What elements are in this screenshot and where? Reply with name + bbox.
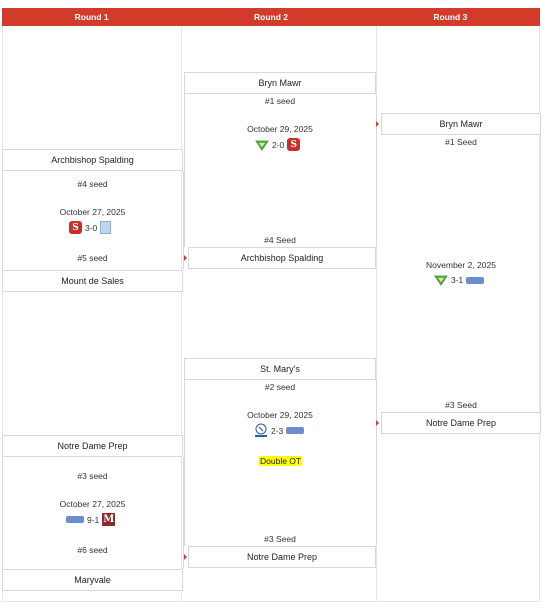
spalding-logo-icon: S xyxy=(69,221,82,234)
bracket-header: Round 1 Round 2 Round 3 xyxy=(2,8,540,26)
r3-score: 3-1 xyxy=(451,275,464,285)
column-divider xyxy=(376,26,377,602)
spalding-logo-icon: S xyxy=(287,138,301,151)
match-connector xyxy=(183,171,184,270)
r2-m1-bottom-seed: #4 Seed xyxy=(264,235,296,245)
r2-m2-bottom-team[interactable]: Notre Dame Prep xyxy=(188,546,376,568)
r1-m2-bottom-seed: #6 seed xyxy=(77,545,108,555)
r2-m1-score-row: 2-0 S xyxy=(255,138,301,151)
bryn-mawr-logo-icon xyxy=(255,139,269,151)
r1-m2-score: 9-1 xyxy=(87,514,100,525)
bryn-mawr-logo-icon xyxy=(434,274,448,286)
r2-m1-bottom-team[interactable]: Archbishop Spalding xyxy=(188,247,376,269)
round-1-header: Round 1 xyxy=(74,12,109,22)
r2-m1-top-team[interactable]: Bryn Mawr xyxy=(184,72,376,94)
r1-m1-bottom-team[interactable]: Mount de Sales xyxy=(2,270,183,292)
r1-m2-date: October 27, 2025 xyxy=(59,499,126,509)
match-connector xyxy=(184,380,185,546)
match-connector xyxy=(540,135,541,412)
r1-m1-score-row: S 3-0 xyxy=(69,221,112,234)
r1-m1-top-seed: #4 seed xyxy=(77,179,108,189)
st-marys-logo-icon xyxy=(254,423,268,438)
advance-arrow-icon xyxy=(184,554,187,560)
r1-m2-score-row: 9-1 M xyxy=(66,513,116,526)
match-connector xyxy=(376,94,377,247)
r3-top-seed: #1 Seed xyxy=(445,137,477,147)
mount-de-sales-logo-icon xyxy=(100,221,112,234)
r3-bottom-team[interactable]: Notre Dame Prep xyxy=(381,412,541,434)
r2-m2-top-team[interactable]: St. Mary's xyxy=(184,358,376,380)
r2-m2-score: 2-3 xyxy=(271,425,284,436)
r2-m2-score-row: 2-3 xyxy=(254,423,305,438)
r1-m1-date: October 27, 2025 xyxy=(59,207,126,217)
r2-m2-bottom-seed: #3 Seed xyxy=(264,534,296,544)
r1-m2-top-seed: #3 seed xyxy=(77,471,108,481)
column-divider xyxy=(181,26,182,602)
match-connector xyxy=(184,94,185,247)
r1-m2-top-team[interactable]: Notre Dame Prep xyxy=(2,435,183,457)
notre-dame-prep-logo-icon xyxy=(466,276,485,284)
round-2-header: Round 2 xyxy=(253,12,288,22)
r2-m1-top-seed: #1 seed xyxy=(264,96,296,106)
r2-m2-top-seed: #2 seed xyxy=(264,382,296,392)
r1-m1-top-team[interactable]: Archbishop Spalding xyxy=(2,149,183,171)
r1-m1-score: 3-0 xyxy=(85,222,98,233)
advance-arrow-icon xyxy=(376,420,379,426)
r2-m2-note: Double OT xyxy=(259,456,303,466)
r2-m2-date: October 29, 2025 xyxy=(247,410,313,420)
round-3-header: Round 3 xyxy=(433,12,468,22)
r1-m2-bottom-team[interactable]: Maryvale xyxy=(2,569,183,591)
r2-m1-score: 2-0 xyxy=(272,139,285,150)
r3-date: November 2, 2025 xyxy=(426,260,496,270)
match-connector xyxy=(183,457,184,569)
match-connector xyxy=(2,457,3,569)
match-connector xyxy=(2,171,3,270)
match-connector xyxy=(376,380,377,546)
r1-m1-bottom-seed: #5 seed xyxy=(77,253,108,263)
notre-dame-prep-logo-icon xyxy=(286,427,305,434)
notre-dame-prep-logo-icon xyxy=(66,516,84,523)
r3-top-team[interactable]: Bryn Mawr xyxy=(381,113,541,135)
r2-m1-date: October 29, 2025 xyxy=(247,124,313,134)
r3-bottom-seed: #3 Seed xyxy=(445,400,477,410)
advance-arrow-icon xyxy=(376,121,379,127)
maryvale-logo-icon: M xyxy=(102,513,116,526)
advance-arrow-icon xyxy=(184,255,187,261)
bracket-frame xyxy=(2,26,540,602)
r3-score-row: 3-1 xyxy=(434,274,485,286)
